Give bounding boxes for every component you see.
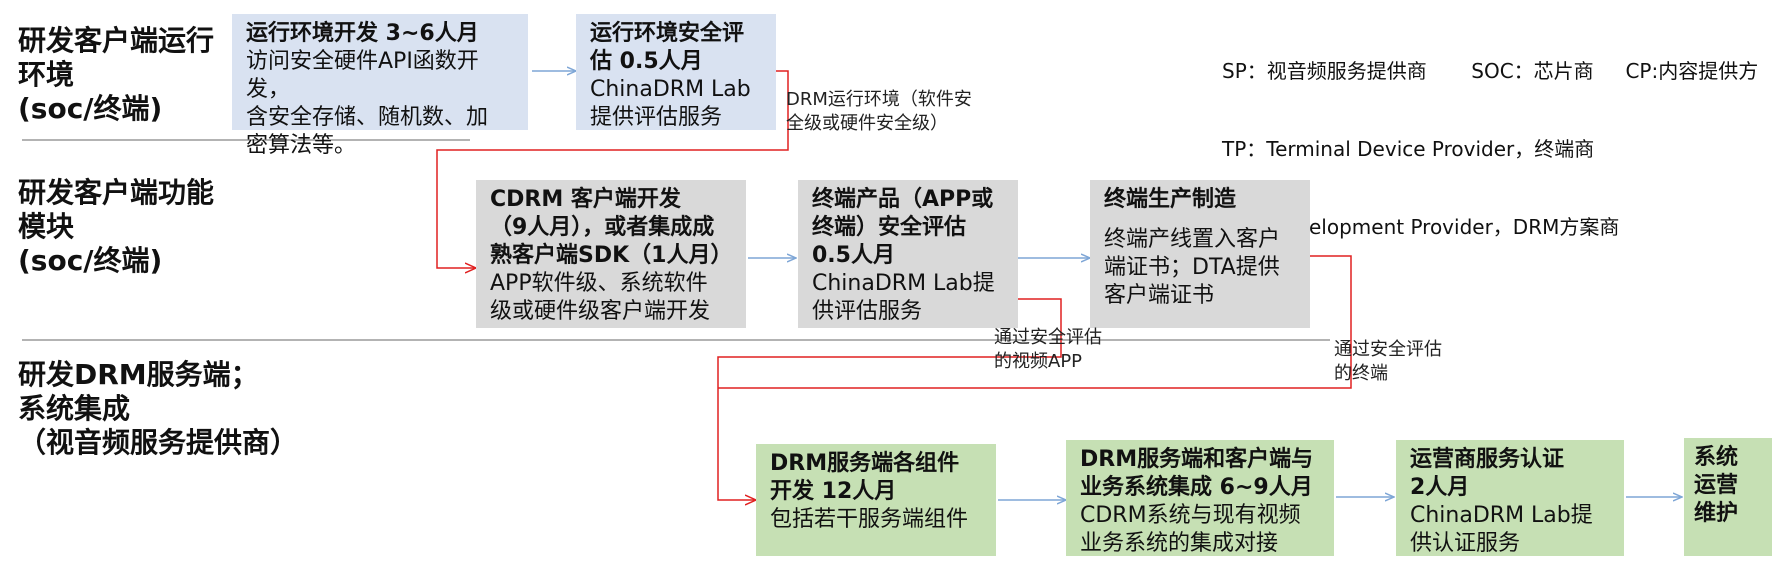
row-label-drm-server: 研发DRM服务端； 系统集成 （视音频服务提供商） xyxy=(18,358,299,459)
box-env-eval: 运行环境安全评 估 0.5人月 ChinaDRM Lab 提供评估服务 xyxy=(576,14,776,130)
box-env-eval-body: ChinaDRM Lab 提供评估服务 xyxy=(590,77,751,130)
box-maintenance-title: 系统 运营 维护 xyxy=(1694,445,1739,526)
red-path-app-to-server xyxy=(717,298,1062,500)
red-path-terminal-to-server xyxy=(718,255,1352,389)
legend-line-2: TP：Terminal Device Provider，终端商 xyxy=(1222,137,1595,161)
box-integration-body: CDRM系统与现有视频 业务系统的集成对接 xyxy=(1080,503,1301,556)
box-cdrm-dev: CDRM 客户端开发 （9人月），或者集成成 熟客户端SDK（1人月） APP软… xyxy=(476,180,746,328)
box-server-dev: DRM服务端各组件 开发 12人月 包括若干服务端组件 xyxy=(756,444,996,556)
note-passed-terminal: 通过安全评估 的终端 xyxy=(1334,339,1442,384)
box-env-dev-title: 运行环境开发 3~6人月 xyxy=(246,21,479,46)
box-cdrm-dev-body: APP软件级、系统软件 级或硬件级客户端开发 xyxy=(490,271,711,324)
box-env-dev: 运行环境开发 3~6人月 访问安全硬件API函数开发， 含安全存储、随机数、加 … xyxy=(232,14,528,158)
box-server-dev-title: DRM服务端各组件 开发 12人月 xyxy=(770,451,960,504)
box-env-eval-title: 运行环境安全评 估 0.5人月 xyxy=(590,21,745,74)
red-path-env-to-cdrm xyxy=(436,70,789,268)
note-passed-app: 通过安全评估 的视频APP xyxy=(994,327,1102,372)
box-product-eval: 终端产品（APP或 终端）安全评估 0.5人月 ChinaDRM Lab提 供评… xyxy=(798,180,1018,328)
box-server-dev-body: 包括若干服务端组件 xyxy=(770,507,969,532)
box-operator-cert-title: 运营商服务认证 2人月 xyxy=(1410,447,1565,500)
legend: SP：视音频服务提供商 SOC：芯片商 CP:内容提供方 TP：Terminal… xyxy=(1222,6,1758,266)
box-product-eval-title: 终端产品（APP或 终端）安全评估 0.5人月 xyxy=(812,187,994,268)
note-drm-env: DRM运行环境（软件安 全级或硬件安全级） xyxy=(786,89,972,134)
row-label-runtime-env: 研发客户端运行 环境 (soc/终端) xyxy=(18,24,215,125)
box-env-dev-body: 访问安全硬件API函数开发， 含安全存储、随机数、加 密算法等。 xyxy=(246,49,489,158)
box-integration: DRM服务端和客户端与 业务系统集成 6~9人月 CDRM系统与现有视频 业务系… xyxy=(1066,440,1334,556)
box-integration-title: DRM服务端和客户端与 业务系统集成 6~9人月 xyxy=(1080,447,1314,500)
row-label-client-module: 研发客户端功能 模块 (soc/终端) xyxy=(18,176,215,277)
box-manufacture: 终端生产制造 终端产线置入客户 端证书；DTA提供 客户端证书 xyxy=(1090,180,1310,328)
box-maintenance: 系统 运营 维护 xyxy=(1684,438,1772,556)
box-operator-cert: 运营商服务认证 2人月 ChinaDRM Lab提 供认证服务 xyxy=(1396,440,1624,556)
box-cdrm-dev-title: CDRM 客户端开发 （9人月），或者集成成 熟客户端SDK（1人月） xyxy=(490,187,733,268)
box-manufacture-title: 终端生产制造 xyxy=(1104,187,1237,212)
box-manufacture-body: 终端产线置入客户 端证书；DTA提供 客户端证书 xyxy=(1104,227,1281,308)
box-product-eval-body: ChinaDRM Lab提 供评估服务 xyxy=(812,271,995,324)
legend-line-1: SP：视音频服务提供商 SOC：芯片商 CP:内容提供方 xyxy=(1222,59,1759,83)
box-operator-cert-body: ChinaDRM Lab提 供认证服务 xyxy=(1410,503,1593,556)
